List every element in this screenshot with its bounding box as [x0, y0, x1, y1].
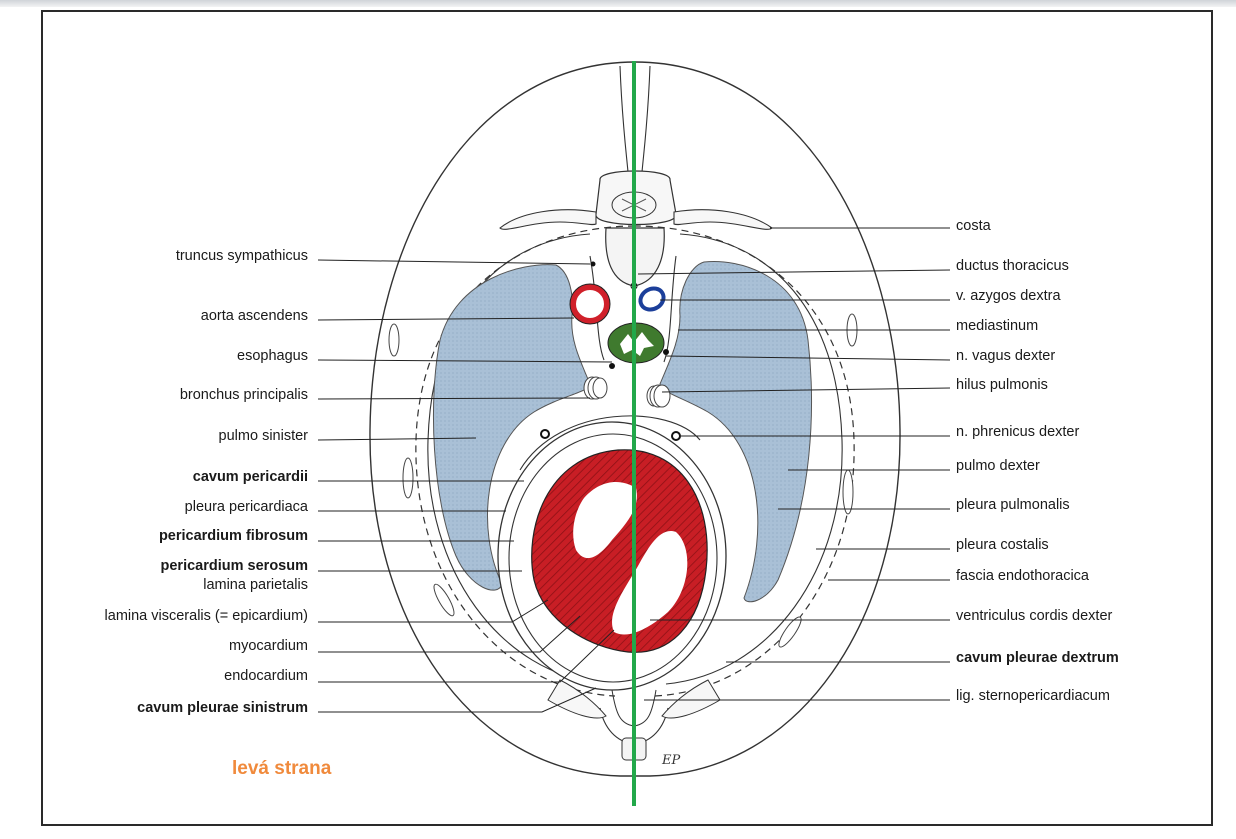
label-cavum-pleurae-dextrum: cavum pleurae dextrum — [956, 650, 1119, 666]
truncus-sympathicus-dot — [591, 262, 596, 267]
rib-right — [674, 210, 772, 230]
n-phrenicus-sinister — [541, 430, 549, 438]
side-note-leva-strana: levá strana — [232, 758, 331, 780]
label-lamina-parietalis: lamina parietalis — [203, 577, 308, 593]
label-lig-sternopericardiacum: lig. sternopericardiacum — [956, 688, 1110, 704]
label-pleura-pulmonalis: pleura pulmonalis — [956, 497, 1070, 513]
n-phrenicus-dexter — [672, 432, 680, 440]
intercostal-left-3 — [431, 582, 458, 618]
label-ductus-thoracicus: ductus thoracicus — [956, 258, 1069, 274]
n-vagus-dexter — [663, 349, 669, 355]
label-aorta-ascendens: aorta ascendens — [201, 308, 308, 324]
bronchus-right — [647, 385, 670, 407]
intercostal-left-1 — [389, 324, 399, 356]
bronchus-left — [584, 377, 607, 399]
label-v-azygos-dextra: v. azygos dextra — [956, 288, 1061, 304]
label-bronchus-principalis: bronchus principalis — [180, 387, 308, 403]
intercostal-left-2 — [403, 458, 413, 498]
label-hilus-pulmonis: hilus pulmonis — [956, 377, 1048, 393]
label-endocardium: endocardium — [224, 668, 308, 684]
label-pleura-pericardiaca: pleura pericardiaca — [185, 499, 308, 515]
label-pulmo-sinister: pulmo sinister — [219, 428, 308, 444]
label-esophagus: esophagus — [237, 348, 308, 364]
label-n-phrenicus-dexter: n. phrenicus dexter — [956, 424, 1079, 440]
label-cavum-pleurae-sinistrum: cavum pleurae sinistrum — [137, 700, 308, 716]
costal-cartilage-right — [662, 680, 720, 718]
label-pericardium-fibrosum: pericardium fibrosum — [159, 528, 308, 544]
label-n-vagus-dexter: n. vagus dexter — [956, 348, 1055, 364]
label-pericardium-serosum: pericardium serosum — [161, 558, 308, 574]
rib-left — [500, 210, 596, 230]
label-fascia-endothoracica: fascia endothoracica — [956, 568, 1089, 584]
label-costa: costa — [956, 218, 991, 234]
label-lamina-visceralis: lamina visceralis (= epicardium) — [105, 608, 308, 624]
intercostal-right-2 — [843, 470, 853, 514]
label-pleura-costalis: pleura costalis — [956, 537, 1049, 553]
illustrator-signature: EP — [662, 753, 680, 768]
label-myocardium: myocardium — [229, 638, 308, 654]
label-ventriculus-cordis-dexter: ventriculus cordis dexter — [956, 608, 1112, 624]
label-cavum-pericardii: cavum pericardii — [193, 469, 308, 485]
label-truncus-sympathicus: truncus sympathicus — [176, 248, 308, 264]
label-pulmo-dexter: pulmo dexter — [956, 458, 1040, 474]
aorta — [573, 287, 607, 321]
n-vagus-sinister — [609, 363, 615, 369]
label-mediastinum: mediastinum — [956, 318, 1038, 334]
vena-azygos — [637, 284, 668, 313]
